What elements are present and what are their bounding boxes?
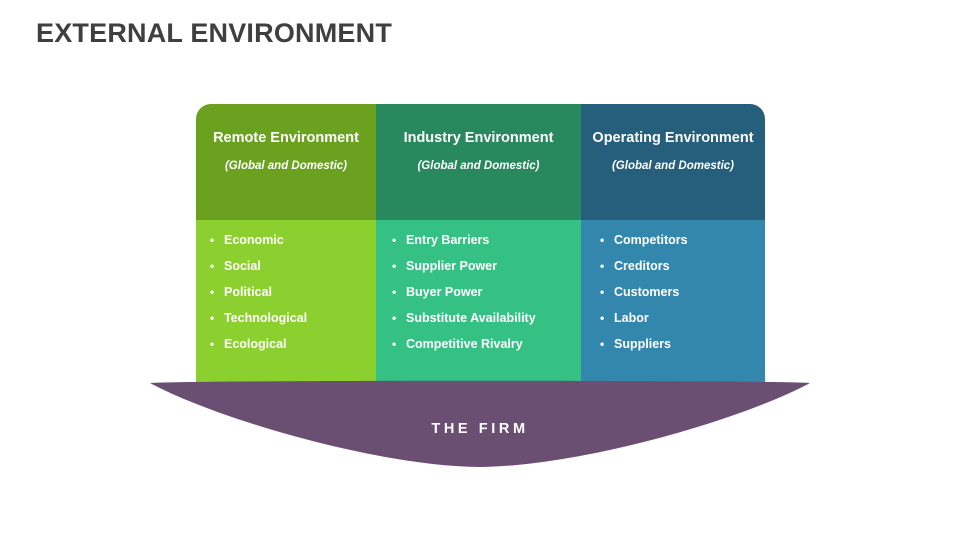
- list-item-label: Substitute Availability: [406, 311, 536, 325]
- list-item-label: Technological: [224, 311, 308, 325]
- bullet-list-industry-environment: • Entry Barriers • Supplier Power • Buye…: [388, 234, 573, 351]
- list-item: • Substitute Availability: [388, 312, 573, 325]
- list-item: • Competitive Rivalry: [388, 338, 573, 351]
- list-item-label: Entry Barriers: [406, 233, 490, 247]
- list-item: • Customers: [596, 286, 757, 299]
- list-item: • Technological: [206, 312, 368, 325]
- list-item-label: Social: [224, 259, 261, 273]
- list-item-label: Customers: [614, 285, 680, 299]
- list-item-label: Competitors: [614, 233, 688, 247]
- bullet-dot-icon: •: [210, 311, 215, 325]
- bullet-dot-icon: •: [210, 259, 215, 273]
- column-subtitle: (Global and Domestic): [611, 160, 735, 173]
- bullet-dot-icon: •: [392, 311, 397, 325]
- bullet-dot-icon: •: [600, 259, 605, 273]
- bullet-dot-icon: •: [210, 337, 215, 351]
- list-item: • Social: [206, 260, 368, 273]
- page-title: EXTERNAL ENVIRONMENT: [36, 18, 393, 48]
- column-title: Operating Environment: [592, 130, 754, 146]
- bullet-list-operating-environment: • Competitors • Creditors • Customers • …: [596, 234, 757, 351]
- bullet-dot-icon: •: [600, 311, 605, 325]
- list-item: • Creditors: [596, 260, 757, 273]
- column-title: Remote Environment: [213, 130, 359, 146]
- bullet-dot-icon: •: [600, 337, 605, 351]
- column-header-operating-environment: Operating Environment (Global and Domest…: [581, 104, 765, 220]
- column-title: Industry Environment: [403, 130, 554, 146]
- list-item-label: Competitive Rivalry: [406, 337, 523, 351]
- matrix-column-remote-environment: Remote Environment (Global and Domestic)…: [196, 104, 376, 382]
- bullet-dot-icon: •: [210, 285, 215, 299]
- list-item-label: Economic: [224, 233, 284, 247]
- column-body-operating-environment: • Competitors • Creditors • Customers • …: [581, 220, 765, 382]
- list-item: • Supplier Power: [388, 260, 573, 273]
- matrix-column-industry-environment: Industry Environment (Global and Domesti…: [376, 104, 581, 382]
- list-item: • Economic: [206, 234, 368, 247]
- column-header-remote-environment: Remote Environment (Global and Domestic): [196, 104, 376, 220]
- list-item-label: Creditors: [614, 259, 670, 273]
- bullet-list-remote-environment: • Economic • Social • Political • Techno…: [206, 234, 368, 351]
- bullet-dot-icon: •: [600, 233, 605, 247]
- list-item: • Buyer Power: [388, 286, 573, 299]
- column-subtitle: (Global and Domestic): [224, 160, 348, 173]
- bullet-dot-icon: •: [392, 285, 397, 299]
- list-item: • Labor: [596, 312, 757, 325]
- column-header-industry-environment: Industry Environment (Global and Domesti…: [376, 104, 581, 220]
- list-item-label: Political: [224, 285, 272, 299]
- matrix-column-operating-environment: Operating Environment (Global and Domest…: [581, 104, 765, 382]
- environment-matrix: Remote Environment (Global and Domestic)…: [196, 104, 765, 382]
- list-item-label: Buyer Power: [406, 285, 483, 299]
- firm-chevron-shape: [145, 378, 815, 473]
- list-item: • Entry Barriers: [388, 234, 573, 247]
- list-item-label: Suppliers: [614, 337, 671, 351]
- bullet-dot-icon: •: [210, 233, 215, 247]
- column-subtitle: (Global and Domestic): [417, 160, 540, 173]
- firm-label: THE FIRM: [431, 421, 529, 437]
- bullet-dot-icon: •: [392, 233, 397, 247]
- list-item: • Competitors: [596, 234, 757, 247]
- list-item-label: Labor: [614, 311, 649, 325]
- list-item: • Suppliers: [596, 338, 757, 351]
- list-item-label: Supplier Power: [406, 259, 497, 273]
- bullet-dot-icon: •: [600, 285, 605, 299]
- bullet-dot-icon: •: [392, 337, 397, 351]
- bullet-dot-icon: •: [392, 259, 397, 273]
- column-body-industry-environment: • Entry Barriers • Supplier Power • Buye…: [376, 220, 581, 382]
- column-body-remote-environment: • Economic • Social • Political • Techno…: [196, 220, 376, 382]
- list-item: • Ecological: [206, 338, 368, 351]
- list-item: • Political: [206, 286, 368, 299]
- list-item-label: Ecological: [224, 337, 287, 351]
